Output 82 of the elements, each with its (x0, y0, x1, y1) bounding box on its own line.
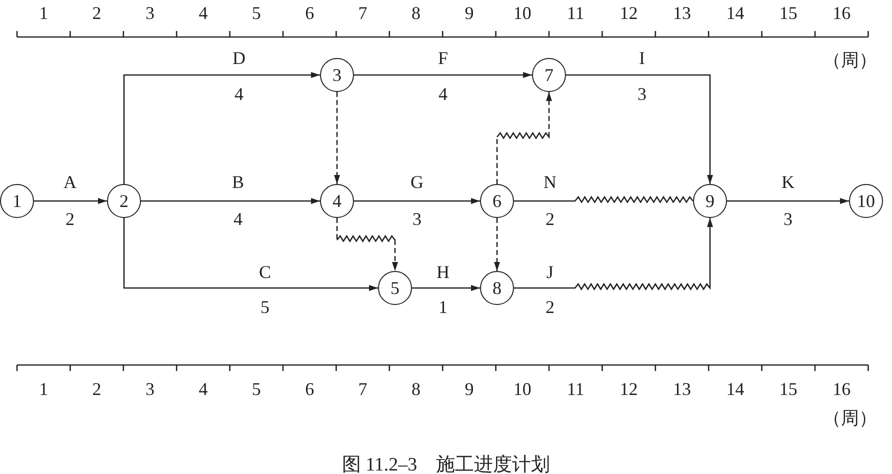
activity-label: J (546, 263, 554, 281)
arrow (354, 198, 480, 204)
week-number: 1 (39, 4, 48, 22)
week-number: 9 (464, 380, 474, 398)
activity-label: G (410, 173, 424, 191)
duration-label: 3 (412, 210, 422, 228)
week-number: 14 (726, 4, 744, 22)
activity-label: C (259, 263, 271, 281)
event-circle: 3 (320, 58, 354, 92)
arrow (123, 72, 320, 184)
duration-label: 4 (438, 85, 448, 103)
week-number: 3 (146, 4, 154, 22)
activity-label: N (544, 173, 556, 191)
duration-label: 1 (438, 298, 448, 316)
week-number: 7 (358, 380, 368, 398)
week-number: 5 (252, 380, 261, 398)
connector-line (514, 196, 694, 204)
week-number: 6 (305, 380, 314, 398)
week-number: 15 (779, 4, 798, 22)
duration-label: 4 (234, 210, 242, 228)
week-number: 10 (513, 4, 532, 22)
duration-label: 2 (546, 210, 554, 228)
activity-label: I (639, 49, 645, 67)
unit-label: （周） (823, 409, 877, 427)
figure-caption: 图 11.2–3 施工进度计划 (342, 456, 550, 474)
arrow (354, 72, 532, 78)
arrow (34, 198, 107, 204)
week-number: 11 (566, 4, 584, 22)
week-number: 5 (252, 4, 261, 22)
activity-label: F (438, 49, 448, 67)
event-circle: 2 (107, 184, 141, 218)
week-number: 8 (412, 380, 420, 398)
duration-label: 2 (546, 298, 554, 316)
week-number: 6 (305, 4, 314, 22)
event-circle: 7 (532, 58, 566, 92)
activity-label: D (232, 49, 246, 67)
week-number: 9 (464, 4, 474, 22)
week-number: 10 (513, 380, 532, 398)
week-number: 4 (198, 380, 208, 398)
activity-label: H (436, 263, 450, 281)
week-number: 13 (673, 380, 691, 398)
event-circle: 10 (849, 184, 883, 218)
event-circle: 6 (480, 184, 514, 218)
week-number: 2 (92, 4, 102, 22)
dashed-arrow (336, 218, 398, 271)
week-number: 2 (92, 380, 102, 398)
event-circle: 1 (0, 184, 34, 218)
duration-label: 2 (66, 210, 74, 228)
week-number: 8 (412, 4, 420, 22)
duration-label: 5 (260, 298, 270, 316)
week-number: 14 (726, 380, 744, 398)
duration-label: 4 (234, 85, 244, 103)
activity-label: A (64, 173, 76, 191)
duration-label: 3 (638, 85, 646, 103)
arrow (412, 285, 480, 291)
unit-label: （周） (823, 51, 877, 69)
dashed-arrow (334, 92, 340, 184)
event-circle: 5 (378, 271, 412, 305)
week-number: 12 (620, 4, 638, 22)
arrow (123, 218, 378, 291)
event-circle: 9 (693, 184, 727, 218)
week-number: 7 (358, 4, 368, 22)
week-number: 16 (832, 4, 851, 22)
arrow (141, 198, 320, 204)
dashed-arrow (494, 218, 500, 271)
week-number: 16 (832, 380, 851, 398)
event-circle: 8 (480, 271, 514, 305)
week-number: 11 (566, 380, 584, 398)
activity-label: K (782, 173, 794, 191)
week-number: 3 (146, 380, 154, 398)
arrow (566, 74, 713, 184)
week-number: 4 (198, 4, 208, 22)
week-number: 13 (673, 4, 691, 22)
arrow (514, 218, 713, 290)
dashed-arrow (496, 92, 552, 184)
duration-label: 3 (784, 210, 792, 228)
week-number: 15 (779, 380, 798, 398)
week-number: 12 (620, 380, 638, 398)
event-circle: 4 (320, 184, 354, 218)
activity-label: B (232, 173, 244, 191)
week-number: 1 (39, 380, 48, 398)
arrow (727, 198, 849, 204)
